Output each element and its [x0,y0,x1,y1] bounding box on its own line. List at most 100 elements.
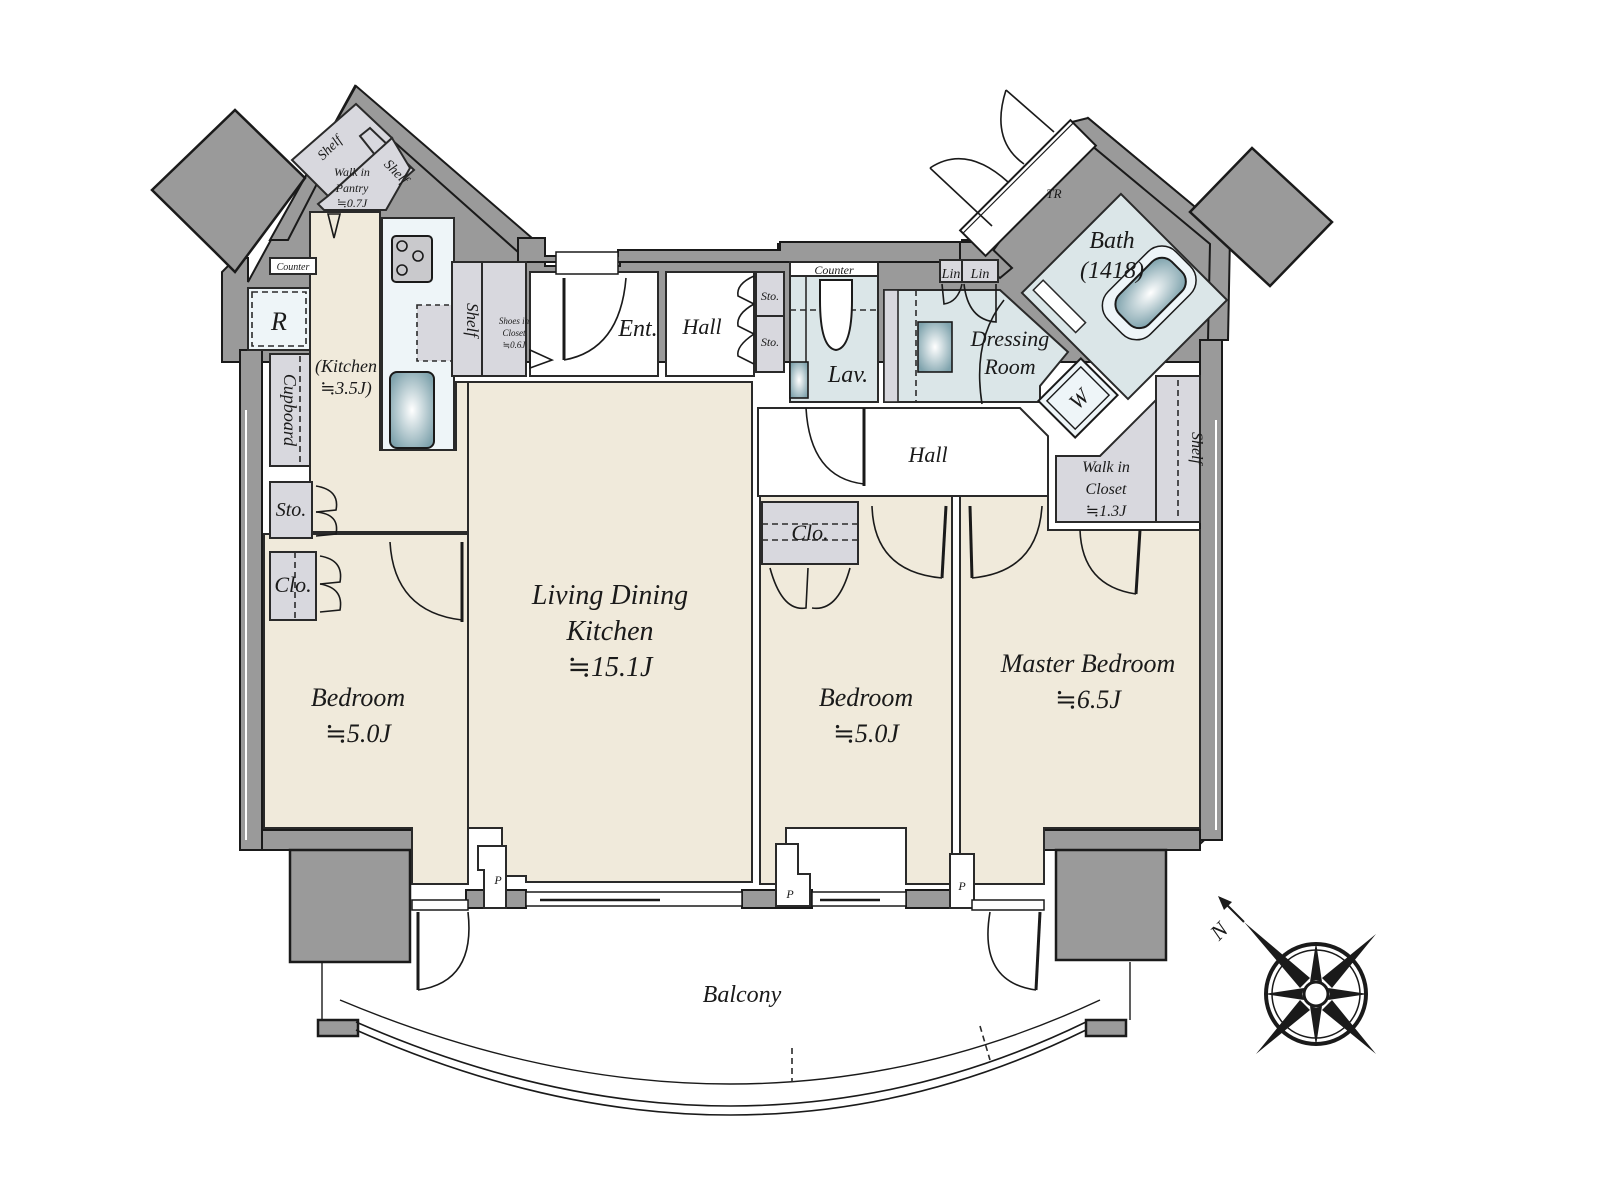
kitchen-sink [389,371,435,449]
pipe-space-3 [949,853,975,909]
counter-kitchen: Counter [277,262,310,273]
room-dressing [883,289,1070,403]
linen-left-label: Lin [941,267,961,282]
structural-columns [150,108,1334,1038]
closet-west-label: Clo. [274,572,311,597]
kitchen-name: (Kitchen [315,356,377,377]
pipe-space-2 [775,843,811,907]
room-bath [1020,192,1229,401]
cupboard [269,353,311,467]
balcony-post-right [1084,1018,1128,1038]
doors [315,213,1142,991]
room-hall-main [757,407,1049,497]
walk-in-pantry [290,102,416,211]
shoes-closet-area: ≒0.6J [503,340,527,350]
entry-shelf-label: Shelf [463,303,482,339]
column-se [1054,848,1168,962]
pantry-line2: Pantry [335,181,369,195]
dressing-counter [883,289,899,403]
closet-center-label: Clo. [791,520,828,545]
ldk-name-line2: Kitchen [565,616,653,647]
trunk-door-arc [1000,89,1025,165]
wic-shelf [1155,375,1201,523]
balcony-railing [321,962,1131,1116]
trunk-door-leaf [1005,89,1055,133]
trunk-door-arc [929,157,1009,183]
hall-main-name: Hall [907,442,947,467]
column-ne [1188,146,1334,288]
column-sw [288,848,412,964]
shoes-closet [481,261,527,377]
trunk-room-name: TR [1046,186,1061,201]
bath-name: Bath [1089,228,1134,254]
burner-icon [396,264,408,276]
storage-west-label: Sto. [276,499,307,521]
dressing-basin [917,321,953,373]
wic-line2: Closet [1086,481,1127,498]
column-nw [150,108,307,274]
lav-counter-label: Counter [814,263,854,277]
kitchen-side-counter [269,257,317,275]
washer-space [1036,356,1120,440]
dressing-name-line1: Dressing [970,326,1050,351]
toilet [819,279,853,352]
labels: Living Dining Kitchen ≒15.1J (Kitchen ≒3… [270,132,1234,1008]
wic-shelf-label: Shelf [1188,432,1205,467]
pipe-space-1 [477,845,507,909]
hall-entry-name: Hall [681,314,721,339]
closet-center [761,501,859,565]
pipe-space-1-label: P [493,873,502,887]
entry-shelf [451,261,483,377]
bedroom-west-area: ≒5.0J [325,719,392,748]
hall-storage-lower-label: Sto. [761,335,779,349]
refrigerator-label: R [270,307,287,336]
trunk-room [958,118,1098,258]
room-ldk [467,381,753,883]
bathtub [1114,256,1187,330]
refrigerator-outline [251,291,307,347]
burner-icon [412,250,424,262]
bedroom-center-name: Bedroom [819,683,913,712]
burner-icon [396,240,408,252]
master-bedroom-name: Master Bedroom [1000,649,1176,678]
trunk-door-leaf [929,167,993,227]
pipe-space-2-label: P [785,887,794,901]
dishwasher [416,304,454,362]
linen-right [961,259,999,283]
refrigerator-space [247,287,311,351]
shoes-closet-line1: Shoes in [499,316,530,326]
shoes-closet-line2: Closet [502,328,526,338]
pipe-space-3-label: P [957,879,966,893]
hall-storage-upper-label: Sto. [761,289,779,303]
ldk-name-line1: Living Dining [531,580,688,611]
hall-storage-lower [755,315,785,373]
compass-north-label: N [1204,916,1234,946]
pantry-area: ≒0.7J [337,196,368,210]
bath-size: (1418) [1080,258,1144,284]
bedroom-center-area: ≒5.0J [833,719,900,748]
ldk-area: ≒15.1J [568,652,654,683]
cooktop [391,235,433,283]
lavatory-name: Lav. [827,362,868,388]
master-bedroom-area: ≒6.5J [1055,685,1122,714]
lav-sink [789,361,809,399]
hall-storage-upper [755,271,785,317]
cupboard-label: Cupboard [280,374,300,447]
balcony-name: Balcony [703,982,782,1008]
windows [245,251,1217,911]
room-bedroom-west [263,533,469,885]
room-bedroom-center [759,495,953,885]
compass-rose-icon [1218,896,1376,1054]
entrance-name: Ent. [617,316,657,342]
dressing-name-line2: Room [983,354,1035,379]
wic-line1: Walk in [1082,459,1130,476]
wic-area: ≒1.3J [1086,503,1127,520]
closet-west [269,551,317,621]
storage-west [269,481,313,539]
bedroom-west-name: Bedroom [311,683,405,712]
pantry-line1: Walk in [334,165,370,179]
kitchen-area: ≒3.5J) [320,378,372,399]
room-kitchen [309,211,469,533]
room-entrance [529,271,659,377]
